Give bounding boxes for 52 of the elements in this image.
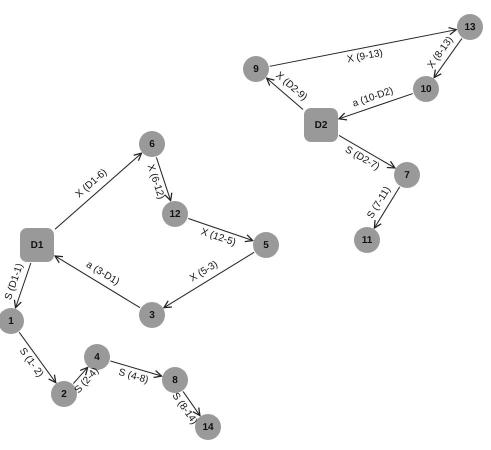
arrow [110,360,162,378]
arrow [188,218,254,242]
arrow [18,332,56,384]
edge-label: S (1- 2) [16,346,44,380]
circle-node [253,232,279,258]
circle-node [139,131,165,157]
node-label: 14 [202,422,214,432]
arrow [338,93,414,121]
node-label: 8 [172,374,178,386]
circle-node [413,76,439,102]
circle-node [139,302,165,328]
arrow [54,152,142,230]
arrow [374,186,400,229]
arrow [54,255,141,308]
circle-node [354,227,380,253]
edge-label: S (D1-1) [4,262,26,302]
node-label: 4 [94,352,100,362]
circle-node [243,56,269,82]
rounded-square-node [304,108,338,142]
node-label: D1 [30,240,44,250]
edge-label: X (9-13) [346,48,384,66]
circle-node [457,14,483,40]
arrow [266,78,304,110]
node-label: 2 [61,388,67,400]
arrow [72,366,88,384]
edge-label: X (12-5) [198,227,236,249]
node-label: 11 [362,234,372,246]
arrow [182,390,201,416]
edge-label: X (5-3) [188,260,220,285]
arrow [269,26,457,67]
circle-node [162,367,188,393]
node-label: 13 [464,22,476,32]
circle-node [394,162,420,188]
node-label: 5 [263,240,269,250]
node-label: 6 [149,138,155,150]
arrow [433,38,462,78]
node-label: 7 [404,170,410,180]
node-label: 3 [149,310,155,320]
arrow [338,134,396,169]
circle-node [162,201,188,227]
node-label: D2 [314,120,328,130]
node-label: 12 [169,208,181,220]
edge-label: S (4-8) [117,368,150,386]
edge-label: X (6-12) [144,163,166,201]
node-label: 10 [420,84,432,94]
circle-node [0,308,24,334]
rounded-square-node [20,228,54,262]
node-label: 1 [8,316,14,326]
arrow [14,262,32,308]
arrow [163,252,255,308]
node-label: 9 [253,64,259,74]
arrow [156,156,172,202]
